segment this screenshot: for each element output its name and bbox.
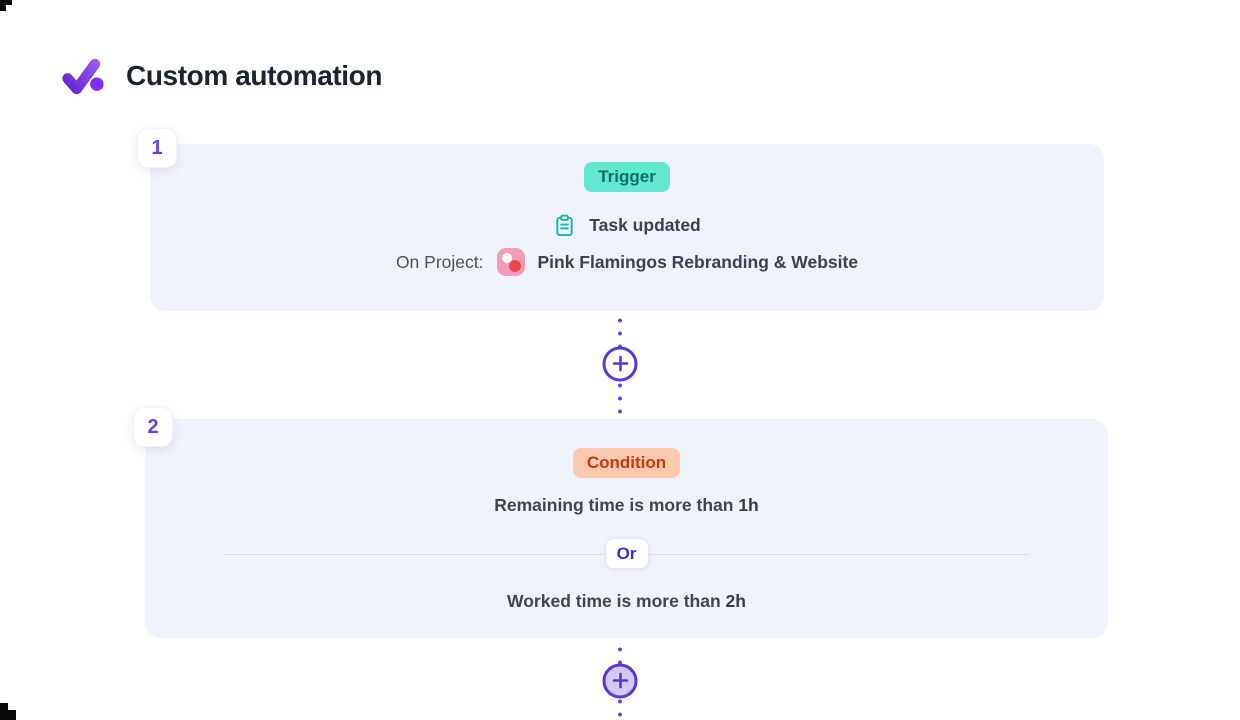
clipboard-icon [553,214,576,237]
add-step-button-bottom[interactable] [602,663,638,698]
add-step-button[interactable] [602,346,638,381]
condition-row-1: Remaining time is more than 1h [494,495,759,516]
condition-step-card[interactable]: Condition Remaining time is more than 1h… [145,419,1108,638]
trigger-badge: Trigger [584,162,670,192]
connector-dotted-line [602,312,638,415]
condition-badge: Condition [572,448,681,478]
or-operator-chip[interactable]: Or [604,538,649,569]
check-dot-logo-icon [58,52,106,100]
page-title: Custom automation [126,60,383,91]
trigger-step-card[interactable]: Trigger Task updated On Project: Pink Fl… [150,144,1104,311]
step-2-number-badge: 2 [133,407,173,447]
header: Custom automation [58,52,382,100]
project-name: Pink Flamingos Rebranding & Website [537,251,859,272]
project-icon [497,248,526,276]
connector-dotted-line-bottom [602,641,638,720]
condition-2-value: 2h [725,591,746,611]
step-1-number-badge: 1 [137,128,177,168]
or-divider: Or [223,538,1030,569]
project-label: On Project: [395,251,484,272]
plus-icon [611,672,629,690]
condition-row-2: Worked time is more than 2h [507,591,746,612]
condition-1-text: Remaining time is more than [494,495,734,515]
trigger-event-text: Task updated [589,215,701,235]
condition-1-value: 1h [738,495,759,515]
condition-2-text: Worked time is more than [507,591,721,611]
trigger-event-row: Task updated [553,214,701,237]
trigger-project-row: On Project: Pink Flamingos Rebranding & … [396,248,858,276]
plus-icon [611,355,629,373]
